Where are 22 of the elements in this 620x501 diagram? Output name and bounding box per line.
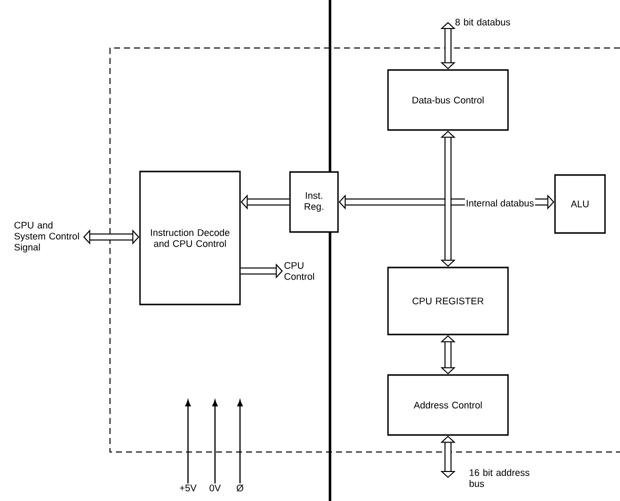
bus-arrow [83,229,140,245]
process-box: CPU REGISTER [387,266,509,336]
signal-label: CPU and System Control Signal [14,222,79,252]
arrow [185,400,191,484]
clock-label: Ø [236,484,244,492]
edge-label: 16 bit address bus [470,469,530,487]
signal-label: CPU Control [284,262,314,280]
bus-arrow [440,436,456,478]
supply-label: 0V [210,484,221,492]
arrow [212,400,218,484]
bus-arrow [440,22,456,70]
supply-label: +5V [180,484,197,492]
process-box: Instruction Decode and CPU Control [139,170,241,306]
bus-arrow [440,130,456,267]
edge-label: Internal databus [464,198,536,208]
arrow [237,400,243,484]
process-box: ALU [554,174,606,234]
register-box: Inst. Reg. [289,171,339,233]
edge-label: 8 bit databus [455,18,510,26]
process-box: Data-bus Control [387,69,509,131]
process-box: Address Control [387,374,509,436]
bus-arrow [440,335,456,374]
